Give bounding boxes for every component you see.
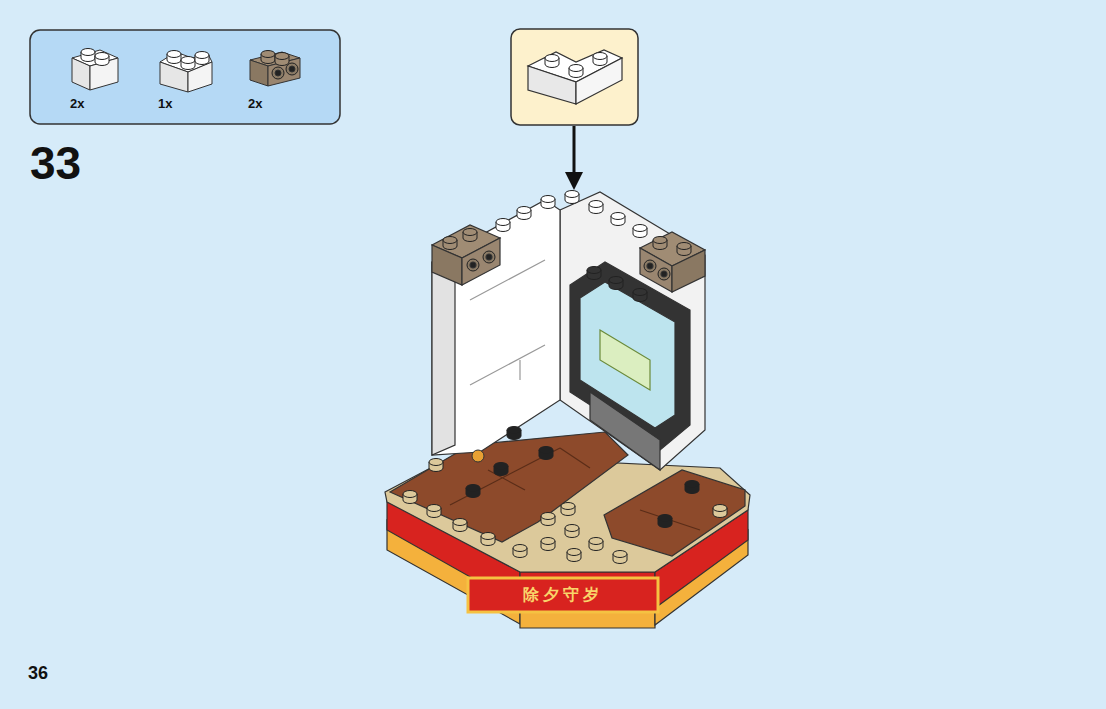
white-brick-icon (72, 49, 118, 91)
step-number: 33 (30, 136, 81, 190)
part-count: 2x (70, 96, 84, 111)
banner (468, 578, 658, 612)
base-model (385, 432, 750, 628)
part-count: 1x (158, 96, 172, 111)
part-count: 2x (248, 96, 262, 111)
placement-arrow (565, 126, 583, 190)
corner-brick-callout (528, 50, 622, 104)
page-number: 36 (28, 663, 48, 684)
tan-brick-icon (250, 51, 300, 87)
studs (403, 191, 727, 564)
wall-model (432, 192, 705, 470)
parts-panel-ground (30, 30, 340, 124)
callout-box (511, 29, 638, 125)
banner-text: 除夕守岁 (468, 585, 658, 606)
white-corner-icon (160, 51, 212, 93)
parts-panel: 2x 1x 2x (30, 30, 340, 124)
